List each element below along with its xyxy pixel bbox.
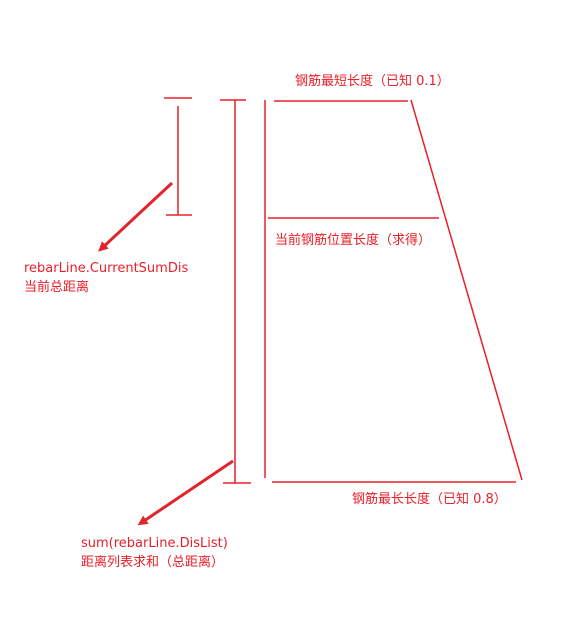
current-sum-desc-label: 当前总距离 (24, 280, 90, 295)
current-sum-arrow (98, 181, 174, 252)
current-sum-code-label: rebarLine.CurrentSumDis (24, 261, 189, 276)
rebar-trapezoid (264, 99, 523, 483)
dislist-arrow (137, 459, 234, 526)
dislist-code-label: sum(rebarLine.DisList) (81, 536, 228, 551)
current-sum-bracket (164, 97, 192, 216)
slanted-edge (410, 99, 523, 481)
total-distance-bracket (220, 99, 251, 484)
current-length-label: 当前钢筋位置长度（求得） (275, 233, 432, 248)
longest-length-label: 钢筋最长长度（已知 0.8） (352, 492, 507, 507)
shortest-length-label: 钢筋最短长度（已知 0.1） (295, 74, 450, 89)
dislist-desc-label: 距离列表求和（总距离） (81, 555, 225, 570)
